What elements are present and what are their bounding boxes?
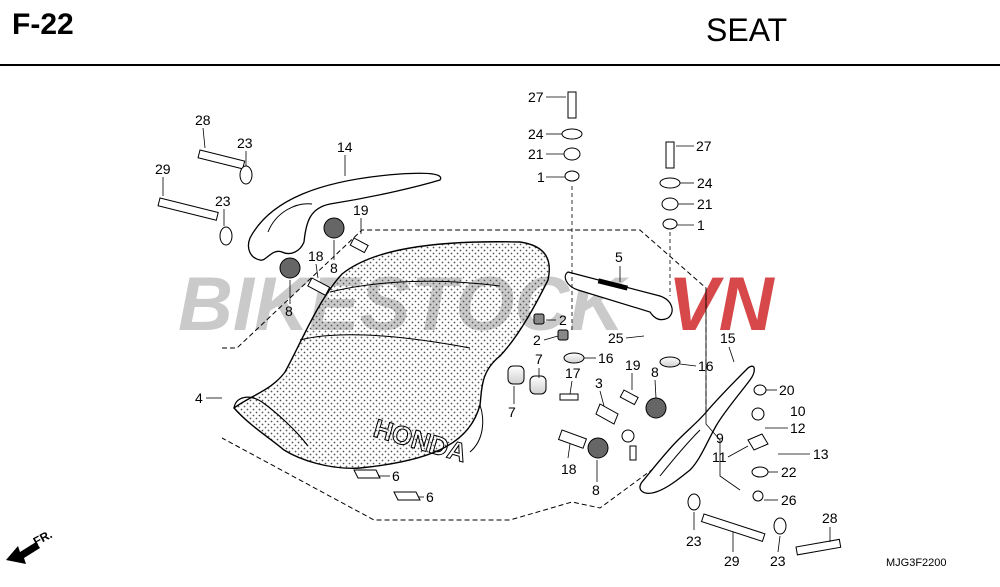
seat-assembly-outline — [221, 229, 707, 521]
washers — [219, 128, 787, 535]
callout-8: 8 — [651, 364, 659, 380]
callout-23: 23 — [770, 553, 786, 569]
callout-7: 7 — [535, 351, 543, 367]
callout-5: 5 — [615, 249, 623, 265]
callout-7: 7 — [508, 404, 516, 420]
callout-2: 2 — [559, 312, 567, 328]
callout-11: 11 — [712, 449, 727, 465]
callout-3: 3 — [595, 375, 603, 391]
page-title: SEAT — [706, 12, 788, 48]
callout-25: 25 — [608, 330, 624, 346]
leader-lines — [571, 186, 741, 491]
callout-1: 1 — [697, 217, 705, 233]
page-code: F-22 — [12, 8, 74, 41]
callout-18: 18 — [308, 248, 324, 264]
callout-15: 15 — [720, 330, 736, 346]
header-divider — [0, 64, 1000, 66]
callout-17: 17 — [565, 365, 581, 381]
callout-20: 20 — [779, 382, 795, 398]
callout-23: 23 — [237, 135, 253, 151]
callout-labels: 28 23 14 29 23 19 18 8 8 4 27 24 21 1 27… — [155, 89, 838, 569]
callout-8: 8 — [592, 482, 600, 498]
catalog-code: MJG3F2200 — [886, 557, 947, 569]
right-grab-rail — [639, 365, 755, 494]
callout-12: 12 — [790, 420, 806, 436]
bolts — [157, 91, 842, 556]
callout-8: 8 — [285, 303, 293, 319]
callout-29: 29 — [155, 161, 171, 177]
callout-19: 19 — [625, 357, 641, 373]
callout-24: 24 — [528, 126, 544, 142]
seat: HONDA — [232, 241, 550, 469]
callout-21: 21 — [697, 196, 713, 212]
seat-lock — [595, 403, 769, 461]
callout-16: 16 — [698, 358, 714, 374]
callout-4: 4 — [195, 390, 203, 406]
callout-8: 8 — [330, 260, 338, 276]
left-grab-rail — [247, 172, 442, 261]
callout-27: 27 — [528, 89, 544, 105]
callout-26: 26 — [781, 492, 797, 508]
cushions — [353, 313, 681, 501]
callout-28: 28 — [822, 510, 838, 526]
callout-16: 16 — [598, 350, 614, 366]
callout-9: 9 — [716, 430, 724, 446]
callout-18: 18 — [561, 461, 577, 477]
callout-23: 23 — [215, 193, 231, 209]
callout-23: 23 — [686, 533, 702, 549]
callout-6: 6 — [426, 489, 434, 505]
seat-exploded-diagram: BIKESTOCK VN HONDA — [6, 89, 947, 569]
callout-19: 19 — [353, 202, 369, 218]
seat-bracket — [564, 271, 673, 321]
callout-21: 21 — [528, 146, 544, 162]
front-direction-indicator: FR. — [6, 527, 54, 564]
callout-24: 24 — [697, 175, 713, 191]
callout-10: 10 — [790, 403, 806, 419]
callout-13: 13 — [813, 446, 829, 462]
callout-22: 22 — [781, 464, 797, 480]
callout-29: 29 — [724, 553, 740, 569]
callout-28: 28 — [195, 112, 211, 128]
callout-27: 27 — [696, 138, 712, 154]
callout-2: 2 — [533, 332, 541, 348]
watermark-accent: VN — [668, 262, 776, 347]
knobs — [279, 217, 667, 459]
callout-6: 6 — [392, 468, 400, 484]
callout-14: 14 — [337, 139, 353, 155]
callout-1: 1 — [537, 169, 545, 185]
